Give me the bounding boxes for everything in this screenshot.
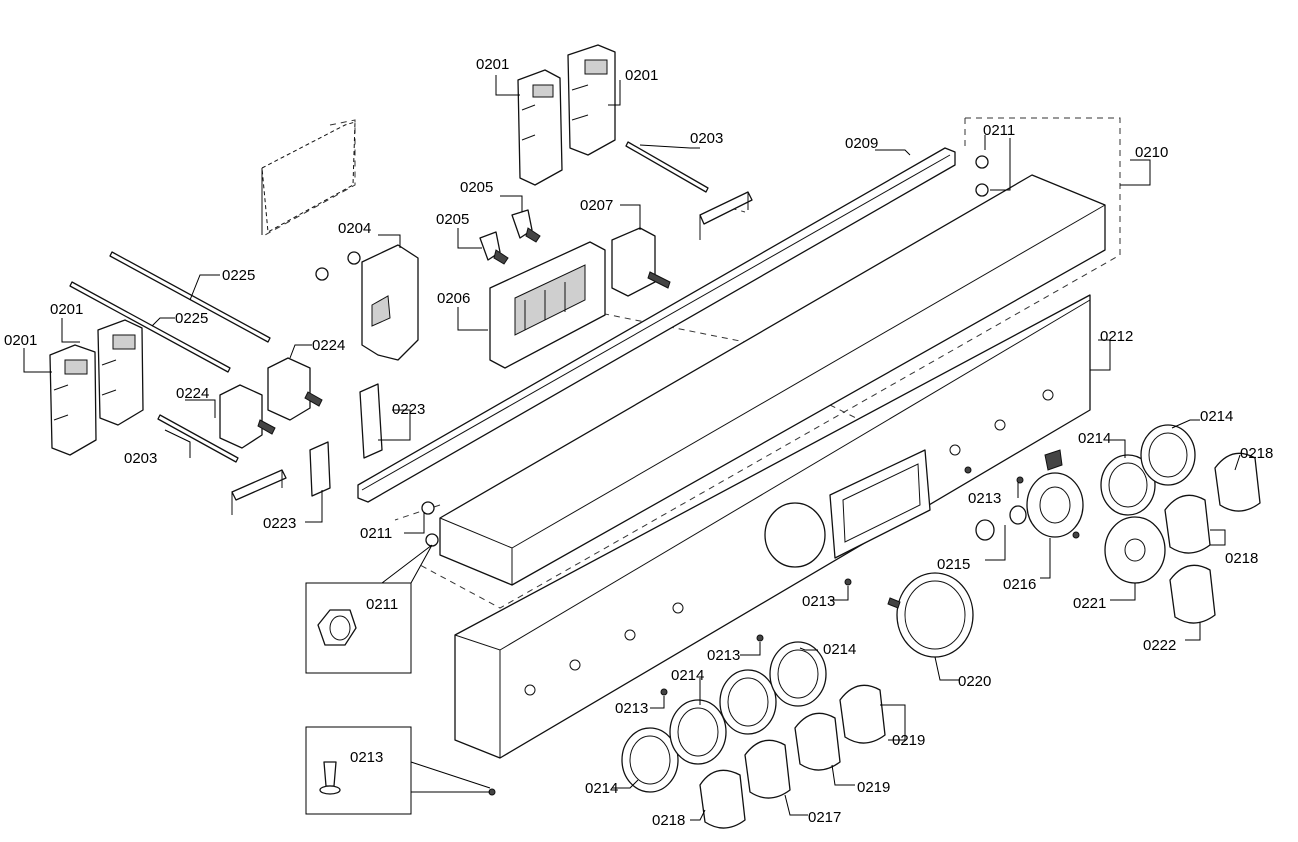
callout-0218-a: 0218 (652, 812, 685, 829)
bracket-part-0204 (361, 244, 419, 361)
callout-0218-b: 0218 (1240, 445, 1273, 462)
callout-0209: 0209 (845, 135, 878, 152)
callout-0203-b: 0203 (124, 450, 157, 467)
callout-0224-b: 0224 (176, 385, 209, 402)
callout-0221: 0221 (1073, 595, 1106, 612)
clock-part-0220 (887, 572, 974, 658)
knob-0219-a (794, 712, 841, 771)
detail-inset-0213: 0213 (305, 726, 491, 815)
switch-part-0224-a (219, 384, 276, 449)
knob-ring-0214-5 (1100, 454, 1156, 516)
inset-label-0213: 0213 (350, 749, 383, 766)
rod-part-0225-b (69, 281, 231, 373)
callout-0213-b: 0213 (802, 593, 835, 610)
callout-0213-d: 0213 (615, 700, 648, 717)
bezel-part-0216 (1026, 472, 1084, 538)
callout-0201-a: 0201 (476, 56, 509, 73)
callout-0212: 0212 (1100, 328, 1133, 345)
callout-0207: 0207 (580, 197, 613, 214)
rod-part-0225-a (109, 251, 271, 343)
knob-0221 (1104, 516, 1166, 584)
control-panel-part-0212 (454, 294, 1091, 759)
callout-0214-e: 0214 (585, 780, 618, 797)
callout-0213-c: 0213 (707, 647, 740, 664)
detail-inset-0211: 0211 (305, 544, 433, 674)
callout-0203-a: 0203 (690, 130, 723, 147)
callout-0205-a: 0205 (460, 179, 493, 196)
callout-0204: 0204 (338, 220, 371, 237)
callout-0222: 0222 (1143, 637, 1176, 654)
knob-0218-right-b (1214, 452, 1261, 512)
connector-part (1044, 449, 1063, 471)
housing-part-0210 (439, 174, 1106, 586)
knob-ring-0214-6 (1140, 424, 1196, 486)
rod-part-0203-left (157, 414, 239, 463)
callout-0201-d: 0201 (4, 332, 37, 349)
callout-0218-c: 0218 (1225, 550, 1258, 567)
knob-0219-b (839, 684, 886, 744)
callout-0201-b: 0201 (625, 67, 658, 84)
bracket-part-0223-bottom-left (231, 469, 287, 515)
switch-part-0205-a (511, 209, 541, 243)
callout-0206: 0206 (437, 290, 470, 307)
screw-part-0213 (488, 466, 1080, 796)
thermostat-part-2 (567, 44, 616, 156)
callout-0215: 0215 (937, 556, 970, 573)
callout-0210: 0210 (1135, 144, 1168, 161)
switch-part-0224-b (267, 357, 323, 421)
callout-0214-b: 0214 (1078, 430, 1111, 447)
knob-0222 (1169, 564, 1216, 624)
knob-0217 (744, 739, 791, 799)
callout-0214-a: 0214 (1200, 408, 1233, 425)
knob-ring-0214-4 (769, 641, 827, 707)
thermostat-part-4 (97, 319, 144, 426)
knob-ring-0214-2 (669, 699, 727, 765)
callout-0219-b: 0219 (857, 779, 890, 796)
knob-0218-bottom (699, 769, 746, 829)
knob-ring-0214-3 (719, 669, 777, 735)
switch-part-0205-b (479, 231, 509, 265)
callout-0211-b: 0211 (360, 525, 392, 542)
knob-ring-0214-1 (621, 727, 679, 793)
leader-lines (23, 75, 1241, 821)
thermostat-part-3 (49, 344, 97, 456)
callout-labels: 0201 0201 0201 0201 0203 0203 0204 0205 … (4, 56, 1273, 829)
callout-0211-a: 0211 (983, 122, 1015, 139)
callout-0214-d: 0214 (671, 667, 704, 684)
bracket-part-0223-lower (309, 441, 331, 497)
callout-0223-a: 0223 (392, 401, 425, 418)
callout-0220: 0220 (958, 673, 991, 690)
callout-0219-a: 0219 (892, 732, 925, 749)
callout-0214-c: 0214 (823, 641, 856, 658)
knob-0218-right-a (1164, 494, 1211, 554)
callout-0205-b: 0205 (436, 211, 469, 228)
nut-part-0211 (315, 155, 989, 547)
bracket-part-0223-mid (359, 383, 383, 459)
callout-0201-c: 0201 (50, 301, 83, 318)
callout-0225-a: 0225 (222, 267, 255, 284)
rail-part-0209 (357, 147, 956, 503)
callout-0224-a: 0224 (312, 337, 345, 354)
callout-0216: 0216 (1003, 576, 1036, 593)
callout-0217: 0217 (808, 809, 841, 826)
callout-0225-b: 0225 (175, 310, 208, 327)
rod-part-0203-top (625, 141, 709, 193)
inset-label-0211: 0211 (366, 596, 398, 613)
bracket-part-0223-top-right (699, 191, 753, 240)
heat-shield-part (261, 121, 356, 235)
bushing-part-0215 (975, 505, 1027, 541)
callout-0213-a: 0213 (968, 490, 1001, 507)
callout-0223-b: 0223 (263, 515, 296, 532)
display-board-part-0206 (489, 241, 606, 369)
relay-part-0207 (611, 227, 671, 297)
thermostat-part-1 (517, 69, 563, 186)
